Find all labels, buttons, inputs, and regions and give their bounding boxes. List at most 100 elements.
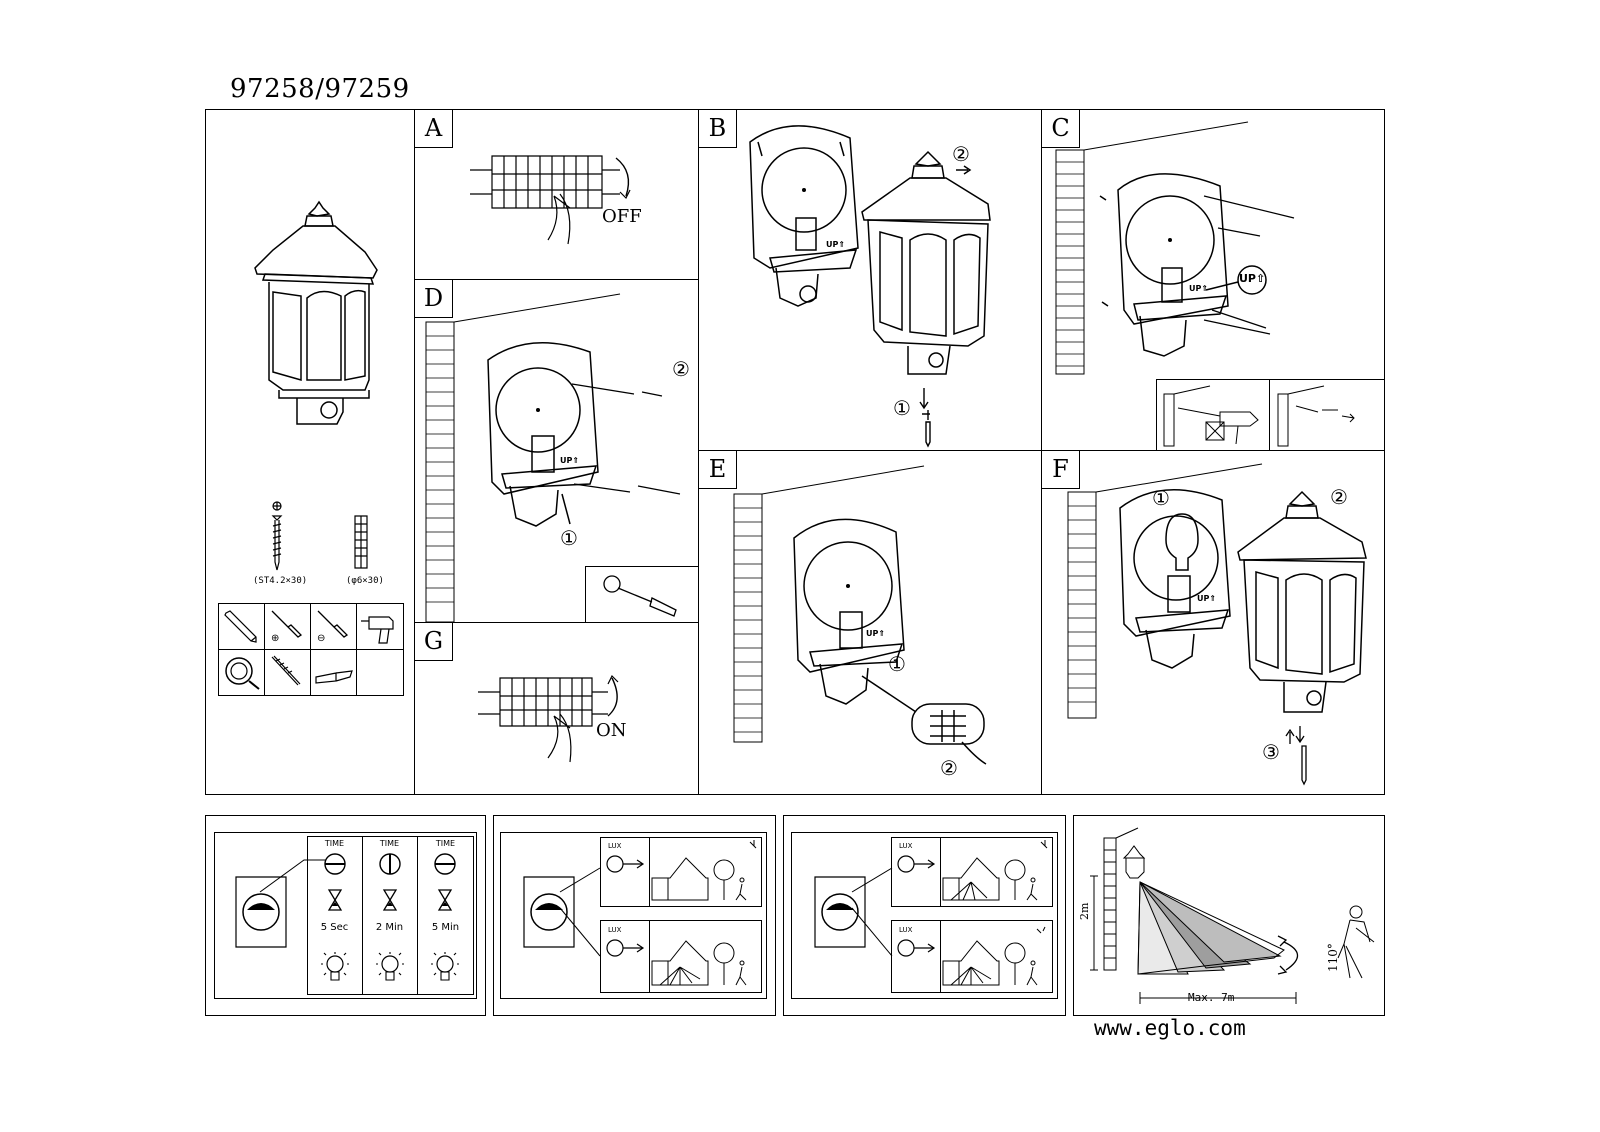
sensor-unit-icon [814,876,866,948]
screwdriver-detail [598,570,694,620]
time-dial-icon [319,850,351,876]
divider [356,603,357,696]
brick-wall-f [1062,462,1272,722]
divider [264,603,265,696]
drill-detail-box [1156,379,1385,451]
lux-label: LUX [899,926,913,934]
dowel-icon [346,514,376,572]
lamp-backplate-c [1094,160,1294,370]
time-value: 2 Min [375,922,404,933]
lux-label: LUX [608,926,622,934]
step-label-c: C [1042,110,1080,148]
lightbulb-icon [374,950,406,990]
lamp-backplate-f [1112,480,1242,680]
step-label-g: G [415,623,453,661]
knife-icon [314,653,354,693]
divider [940,837,941,907]
svg-text:⊖: ⊖ [317,633,325,644]
divider [698,450,1385,451]
step-number-1: ① [888,652,906,676]
model-number: 97258/97259 [230,74,410,104]
hourglass-icon [327,888,343,912]
screwdriver-detail-box [585,566,699,623]
step-number-2: ② [952,142,970,166]
lux-setting-panel-1 [493,815,776,1016]
time-column-5sec: TIME 5 Sec [307,836,362,995]
dowel-insert-detail [1274,384,1380,448]
detection-range-panel [1073,815,1385,1016]
divider [414,279,698,280]
screwdriver-icon [1284,722,1314,786]
mount-height-label: 2m [1078,902,1091,920]
step-label-d: D [415,280,453,318]
divider [310,603,311,696]
lightbulb-icon [429,950,461,990]
step-number-3: ③ [1262,740,1280,764]
house-scene-day [650,838,762,906]
lux-scene-day [600,837,762,907]
step-label-e: E [699,451,737,489]
time-dial-icon [429,850,461,876]
divider [698,109,699,795]
lux-setting-inner-1 [500,832,767,999]
drilling-detail [1160,384,1266,448]
time-grid [307,836,474,995]
step-number-1: ① [560,526,578,550]
max-distance-label: Max. 7m [1188,991,1235,1004]
time-setting-panel [205,815,486,1016]
time-dial-label: TIME [435,839,456,848]
lux-dial-icon [603,936,647,960]
lux-dial-icon [894,852,938,876]
lux-dial-icon [894,936,938,960]
house-scene-dark [941,921,1053,991]
time-column-2min: TIME 2 Min [362,836,417,995]
divider [414,622,698,623]
step-number-2: ② [672,357,690,381]
divider [649,920,650,993]
lightbulb-icon [319,950,351,990]
house-scene-dusk [941,838,1053,906]
up-tag: UP⇑ [560,456,580,465]
hourglass-icon [437,888,453,912]
website-url[interactable]: www.eglo.com [1094,1016,1246,1040]
time-dial-label: TIME [324,839,345,848]
lux-dial-icon [603,852,647,876]
time-dial-label: TIME [379,839,400,848]
sensor-unit-icon [235,876,287,948]
lux-scene-dusk [891,837,1053,907]
lamp-backplate-b [740,118,870,328]
dowel-size-label: (φ6×30) [346,576,384,586]
time-setting-inner [214,832,477,999]
up-tag: UP⇑ [1197,594,1217,603]
time-dial-icon [374,850,406,876]
on-label: ON [596,720,627,741]
lux-label: LUX [899,842,913,850]
lamp-backplate-e [786,508,996,778]
sensor-unit-icon [523,876,575,948]
screw-icon [262,500,292,572]
step-label-b: B [699,110,737,148]
house-scene-night [650,921,762,991]
flat-screwdriver-icon: ⊖ [317,607,352,644]
off-label: OFF [602,206,642,227]
lux-setting-inner-2 [791,832,1058,999]
screw-size-label: (ST4.2×30) [253,576,308,586]
brick-wall-c [1052,120,1252,378]
hourglass-icon [382,888,398,912]
breaker-panel-on [478,670,628,764]
divider [362,836,363,995]
lux-label: LUX [608,842,622,850]
callout-lines [852,864,896,964]
brick-wall-d [420,292,630,624]
divider [417,836,418,995]
lamp-backplate-d [480,334,690,544]
drill-bit-icon [268,653,306,693]
arrow-icon [954,164,974,176]
divider [218,649,404,650]
callout-line [260,856,330,896]
up-tag: UP⇑ [866,629,886,638]
pencil-icon [222,607,260,645]
lamp-housing-b [858,150,1003,390]
up-callout: UP⇧ [1239,272,1266,285]
divider [1041,109,1042,795]
